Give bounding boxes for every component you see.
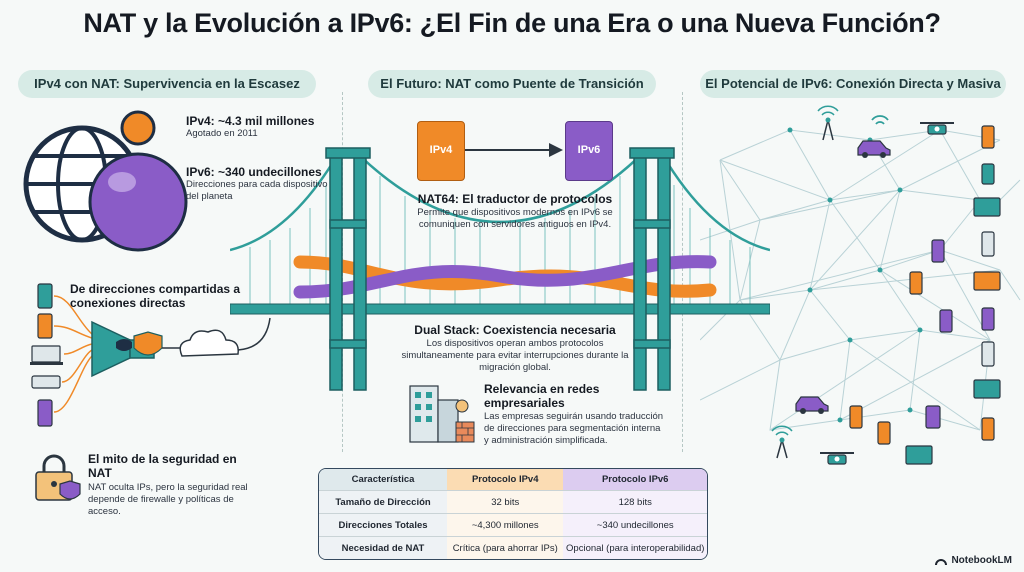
drone-icon	[920, 122, 954, 135]
ipv4-heading: IPv4: ~4.3 mil millones	[186, 114, 315, 128]
phone-icon	[931, 239, 945, 263]
table-row: Direcciones Totales ~4,300 millones ~340…	[319, 513, 707, 537]
router-icon	[31, 375, 61, 389]
table-row: Necesidad de NAT Crítica (para ahorrar I…	[319, 536, 707, 559]
table-cell: Opcional (para interoperabilidad)	[563, 536, 707, 559]
ipv6-heading: IPv6: ~340 undecillones	[186, 165, 322, 179]
arrow-right-icon	[465, 143, 563, 157]
ipv6-mesh-network	[700, 105, 1021, 465]
tablet-icon	[981, 307, 995, 331]
table-cell: ~4,300 millones	[447, 513, 564, 537]
brand-watermark: NotebookLM	[935, 555, 1012, 566]
lock-icon	[35, 454, 81, 501]
monitor-icon	[973, 197, 1001, 217]
cloud-icon	[179, 329, 239, 357]
laptop-icon	[30, 345, 63, 365]
shield-icon	[59, 480, 81, 500]
ipv6-file-label: IPv6	[577, 144, 601, 156]
tablet-icon	[925, 405, 941, 429]
nat-funnel-diagram	[30, 283, 271, 427]
enterprise-block: Relevancia en redes empresariales Las em…	[484, 382, 664, 447]
phone-icon	[849, 405, 863, 429]
shield-icon	[133, 331, 163, 356]
ipv6-stat: IPv6: ~340 undecillones Direcciones para…	[186, 165, 336, 203]
table-cell: ~340 undecillones	[563, 513, 707, 537]
ipv4-file-icon: IPv4	[417, 121, 465, 181]
antenna-icon	[817, 105, 839, 141]
notebooklm-logo-icon	[935, 558, 948, 565]
antenna-icon	[771, 425, 793, 459]
phone-icon	[981, 417, 995, 441]
table-cell: 128 bits	[563, 490, 707, 514]
table-cell: Tamaño de Dirección	[319, 490, 448, 514]
tablet-icon	[37, 399, 53, 427]
shared-block: De direcciones compartidas a conexiones …	[70, 282, 270, 310]
dualstack-heading: Dual Stack: Coexistencia necesaria	[414, 323, 616, 337]
car-icon	[857, 140, 891, 158]
phone-icon	[37, 313, 53, 339]
laptop-icon	[973, 271, 1001, 291]
table-cell: 32 bits	[447, 490, 564, 514]
shared-heading: De direcciones compartidas a conexiones …	[70, 282, 241, 310]
table-header-ipv4: Protocolo IPv4	[447, 469, 564, 491]
table-cell: Crítica (para ahorrar IPs)	[447, 536, 564, 559]
enterprise-heading: Relevancia en redes empresariales	[484, 382, 600, 410]
monitor-icon	[973, 379, 1001, 399]
server-icon	[981, 341, 995, 367]
nat64-heading: NAT64: El traductor de protocolos	[417, 192, 613, 206]
table-header: Característica	[319, 469, 448, 491]
nat64-text: Permite que dispositivos modernos en IPv…	[417, 207, 613, 230]
wifi-icon	[871, 115, 889, 125]
table-header-ipv6: Protocolo IPv6	[563, 469, 707, 491]
divider-right	[682, 92, 683, 452]
dualstack-text: Los dispositivos operan ambos protocolos…	[401, 338, 629, 373]
enterprise-text: Las empresas seguirán usando traducción …	[484, 411, 664, 446]
table-row: Tamaño de Dirección 32 bits 128 bits	[319, 490, 707, 514]
car-icon	[795, 396, 829, 414]
mask-icon	[116, 339, 132, 351]
section-header-ipv6: El Potencial de IPv6: Conexión Directa y…	[700, 70, 1006, 98]
comparison-table: Característica Protocolo IPv4 Protocolo …	[318, 468, 708, 560]
table-cell: Direcciones Totales	[319, 513, 448, 537]
dualstack-block: Dual Stack: Coexistencia necesaria Los d…	[400, 323, 630, 374]
ipv4-text: Agotado en 2011	[186, 128, 258, 139]
server-icon	[981, 231, 995, 257]
phone-icon	[981, 125, 995, 149]
section-header-future: El Futuro: NAT como Puente de Transición	[368, 70, 656, 98]
page-title: NAT y la Evolución a IPv6: ¿El Fin de un…	[83, 8, 941, 38]
ipv6-text: Direcciones para cada dispositivo del pl…	[186, 179, 328, 202]
ipv4-file-label: IPv4	[429, 144, 453, 156]
globe-icon	[23, 110, 188, 252]
building-icon	[409, 385, 475, 443]
myth-heading: El mito de la seguridad en NAT	[88, 452, 237, 480]
ipv4-stat: IPv4: ~4.3 mil millones Agotado en 2011	[186, 114, 336, 140]
phone-icon	[909, 271, 923, 295]
phone-icon	[37, 283, 53, 309]
phone-icon	[877, 421, 891, 445]
drone-icon	[820, 452, 854, 465]
myth-text: NAT oculta IPs, pero la seguridad real d…	[88, 482, 248, 517]
table-cell: Necesidad de NAT	[319, 536, 448, 559]
section-header-ipv4-nat: IPv4 con NAT: Supervivencia en la Escase…	[18, 70, 316, 98]
phone-icon	[939, 309, 953, 333]
bridge-icon	[230, 147, 770, 391]
brand-label: NotebookLM	[951, 555, 1012, 566]
ipv6-file-icon: IPv6	[565, 121, 613, 181]
nat64-block: NAT64: El traductor de protocolos Permit…	[395, 192, 635, 231]
speaker-icon	[981, 163, 995, 185]
monitor-icon	[905, 445, 933, 465]
myth-block: El mito de la seguridad en NAT NAT ocult…	[88, 452, 258, 518]
